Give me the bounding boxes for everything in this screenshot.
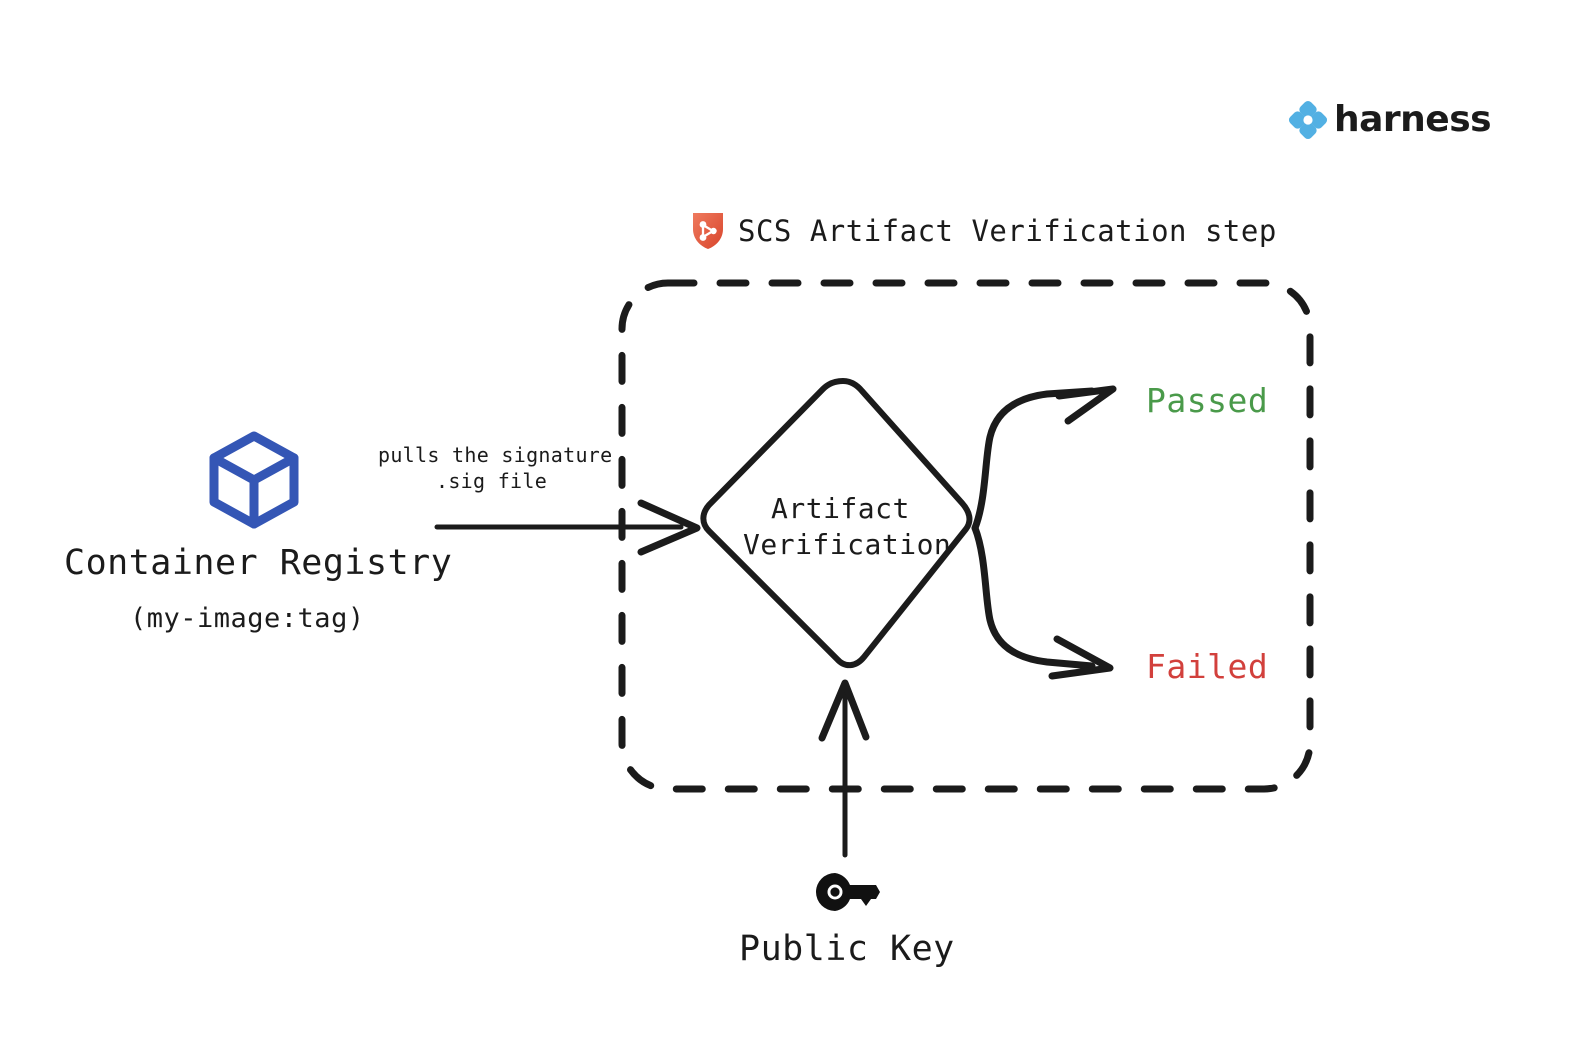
public-key-label: Public Key: [739, 929, 955, 969]
decision-label-line1: Artifact: [771, 492, 910, 525]
step-title-row: SCS Artifact Verification step: [692, 212, 1277, 250]
registry-subtitle: (my-image:tag): [130, 603, 365, 634]
pull-signature-label-line2: .sig file: [436, 469, 548, 493]
harness-logo: harness: [1288, 99, 1492, 140]
key-icon: [816, 873, 880, 911]
step-title-label: SCS Artifact Verification step: [738, 213, 1277, 248]
arrow-registry-to-verification: [434, 499, 701, 556]
harness-diamond-logo-icon: [1288, 100, 1328, 140]
pull-signature-label-line1: pulls the signature: [378, 443, 613, 467]
outcome-passed-label: Passed: [1146, 381, 1269, 420]
arrow-verification-to-passed: [971, 385, 1117, 532]
verification-decision-shape: [700, 378, 973, 669]
outcome-failed-label: Failed: [1146, 647, 1269, 686]
container-cube-icon: [209, 431, 299, 529]
arrow-publickey-to-verification: [818, 679, 870, 858]
harness-wordmark: harness: [1334, 99, 1492, 140]
arrow-verification-to-failed: [971, 524, 1114, 680]
scs-step-boundary: [618, 279, 1314, 793]
registry-title: Container Registry: [64, 543, 453, 583]
scs-shield-icon: [693, 213, 723, 249]
decision-label-line2: Verification: [743, 528, 952, 561]
